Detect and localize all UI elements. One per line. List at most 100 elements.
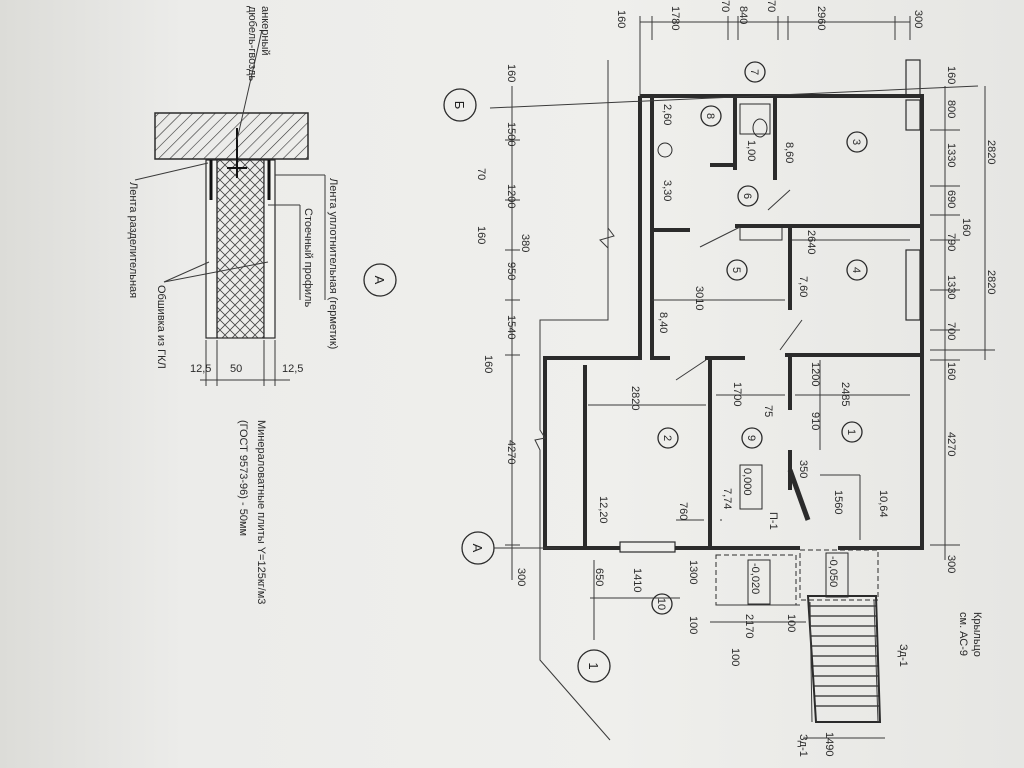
room-area-9: 7,74	[721, 488, 733, 509]
porch-mark-lower: Зд-1	[797, 734, 809, 757]
inner-dim-2485: 2485	[839, 382, 851, 406]
inner-dim-760: 760	[677, 502, 689, 520]
label-seal-tape: Лента уплотнительная (герметик)	[327, 178, 339, 349]
detail-marker	[363, 263, 397, 297]
room-number-1: 1	[845, 429, 857, 435]
left-dim-3: 70	[475, 168, 487, 180]
right-dim-6: 790	[945, 233, 957, 251]
label-gkl: Обшивка из ГКЛ	[155, 285, 167, 369]
left-dim-1: 160	[505, 64, 517, 82]
room-area-4: 7,60	[797, 276, 809, 297]
detail-dim-gkl-right: 12,5	[282, 363, 303, 375]
plan-text: 160 1780 70 840 70 2960 300 160 800 1330…	[452, 0, 997, 757]
right-dim-3: 1330	[945, 143, 957, 167]
right-outer-dim-1: 2820	[985, 140, 997, 164]
porch-mark: Зд-1	[897, 644, 909, 667]
left-dim-5: 380	[519, 234, 531, 252]
dimension-lines	[489, 16, 995, 739]
top-dim-3: 70	[719, 0, 731, 12]
label-gost: (ГОСТ 9573-96) - 50мм	[237, 420, 249, 536]
outer-wall	[640, 94, 924, 550]
left-dim-11: 300	[515, 568, 527, 586]
room-number-4: 4	[850, 267, 862, 273]
axis-marker-b	[443, 88, 477, 122]
right-dim-2: 800	[945, 100, 957, 118]
right-dim-7: 1330	[945, 275, 957, 299]
bottom-dim-7: 100	[729, 648, 741, 666]
bottom-dim-4: 100	[687, 616, 699, 634]
level-mark-0: 0,000	[741, 468, 753, 496]
right-dim-1: 160	[945, 66, 957, 84]
left-dim-8: 1540	[505, 315, 517, 339]
label-mineral-wool: Минераловатные плиты Y=125кг/м3	[255, 420, 267, 604]
left-dim-2: 1500	[505, 122, 517, 146]
label-rack-profile: Стоечный профиль	[302, 208, 314, 307]
top-dim-5: 70	[765, 0, 777, 12]
top-dim-1: 160	[615, 10, 627, 28]
bottom-dim-5: 2170	[743, 614, 755, 638]
room-area-2: 12,20	[597, 496, 609, 524]
room-number-5: 5	[730, 267, 742, 273]
room-circle-1	[841, 421, 863, 443]
label-nail: дюбель-гвоздь	[246, 6, 258, 81]
bottom-dim-1: 650	[593, 568, 605, 586]
porch-label: Крыльцо	[971, 612, 983, 657]
room-area-7: 1,00	[745, 140, 757, 161]
inner-dim-1560: 1560	[832, 490, 844, 514]
left-dim-7: 950	[505, 262, 517, 280]
right-dim-9: 160	[945, 362, 957, 380]
room-circle-6	[737, 185, 759, 207]
inner-dim-1200: 1200	[809, 362, 821, 386]
left-dim-6: 160	[475, 226, 487, 244]
top-dim-4: 840	[737, 6, 749, 24]
left-dim-10: 4270	[505, 440, 517, 464]
room-circle-9	[741, 427, 763, 449]
detail-dim-gkl-left: 12,5	[190, 363, 211, 375]
room-area-5: 8,40	[657, 312, 669, 333]
room-circle-2	[657, 427, 679, 449]
rack-profile	[209, 160, 271, 200]
label-separation-tape: Лента разделительная	[127, 182, 139, 298]
inner-dim-1700: 1700	[731, 382, 743, 406]
right-dim-4: 690	[945, 190, 957, 208]
porch-reference: см. АС-9	[957, 612, 969, 656]
inner-dim-75: 75	[762, 405, 774, 417]
bottom-dim-2: 1410	[631, 568, 643, 592]
level-mark-1: -0,020	[749, 563, 761, 594]
right-outer-dim-2: 2820	[985, 270, 997, 294]
room-number-2: 2	[661, 435, 673, 441]
inner-dim-3010: 3010	[693, 286, 705, 310]
inner-dim-2640: 2640	[805, 230, 817, 254]
axis-label-b: Б	[452, 101, 467, 110]
bottom-dim-8: 1490	[823, 732, 835, 756]
mineral-wool-core	[216, 159, 265, 339]
right-dim-10: 4270	[945, 432, 957, 456]
right-dim-8: 700	[945, 322, 957, 340]
room-area-6: 3,30	[661, 180, 673, 201]
floor-plan	[534, 59, 924, 741]
room-number-9: 9	[745, 435, 757, 441]
inner-dim-2820: 2820	[629, 386, 641, 410]
room-circle-10	[651, 593, 673, 615]
right-dim-11: 300	[945, 555, 957, 573]
detail-title: А	[372, 276, 387, 285]
axis-label-1: 1	[586, 662, 601, 669]
axis-marker-1	[577, 649, 611, 683]
label-anchor: анкерный	[259, 6, 271, 56]
room-circle-3	[846, 131, 868, 153]
top-dim-2: 1780	[669, 6, 681, 30]
room-number-3: 3	[850, 139, 862, 145]
room-area-1: 10,64	[877, 490, 889, 518]
room-circle-5	[726, 259, 748, 281]
wall-detail-a	[134, 29, 397, 386]
room-circle-4	[846, 259, 868, 281]
room-number-10: 10	[655, 598, 667, 610]
axis-label-a: А	[470, 544, 485, 553]
inner-dim-350: 350	[797, 460, 809, 478]
bottom-dim-6: 100	[785, 614, 797, 632]
right-dim-5: 160	[960, 218, 972, 236]
top-dim-6: 2960	[815, 6, 827, 30]
detail-dim-core: 50	[230, 363, 242, 375]
room-number-7: 7	[748, 69, 760, 75]
bottom-dim-3: 1300	[687, 560, 699, 584]
